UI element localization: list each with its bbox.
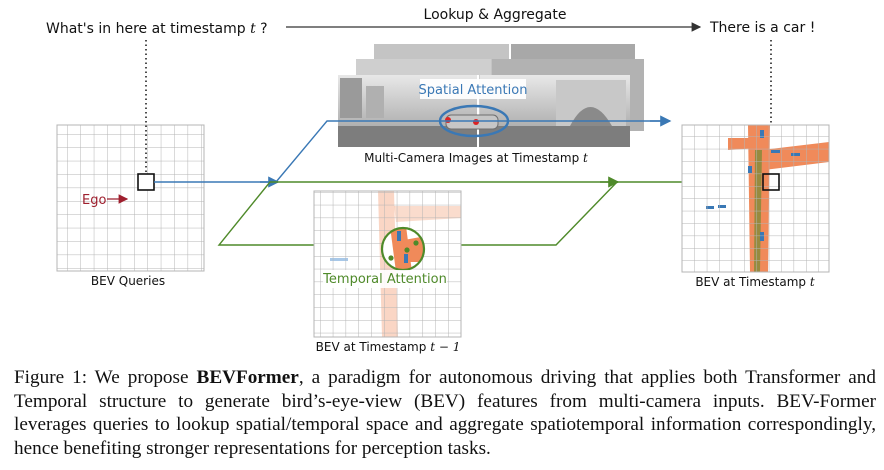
multicam-label: Multi-Camera Images at Timestamp t (364, 151, 588, 165)
top-arrow-label: Lookup & Aggregate (424, 7, 567, 23)
spatial-attention-label: Spatial Attention (419, 83, 528, 98)
figure-caption: Figure 1: We propose BEVFormer, a paradi… (14, 366, 876, 460)
caption-model-name: BEVFormer (196, 367, 299, 388)
bev-prev-grid (313, 190, 462, 338)
answer-cell (762, 173, 780, 191)
bev-current-label: BEV at Timestamp t (695, 275, 815, 289)
temporal-attention-bg (323, 270, 447, 288)
bev-queries-grid (56, 124, 205, 272)
temporal-attention-label: Temporal Attention (322, 272, 447, 287)
bev-queries-label: BEV Queries (91, 274, 165, 288)
bev-current-grid (681, 124, 830, 273)
temporal-path-back (420, 181, 618, 246)
bev-prev-label: BEV at Timestamp t − 1 (316, 340, 461, 354)
caption-lead: Figure 1: We propose (14, 367, 197, 388)
caption-body: , a paradigm for autonomous driving that… (14, 367, 876, 459)
camera-image-stack (338, 44, 644, 147)
ego-label: Ego (82, 193, 106, 208)
temporal-path (217, 181, 763, 246)
query-question: What's in here at timestamp t ? (46, 21, 268, 37)
query-cell (137, 173, 155, 191)
spatial-path (154, 120, 668, 183)
bevformer-diagram: What's in here at timestamp t ? Lookup &… (46, 7, 830, 354)
temporal-attention-circle (380, 226, 426, 272)
spatial-attention-bg (420, 79, 526, 99)
answer-label: There is a car ! (709, 20, 815, 36)
